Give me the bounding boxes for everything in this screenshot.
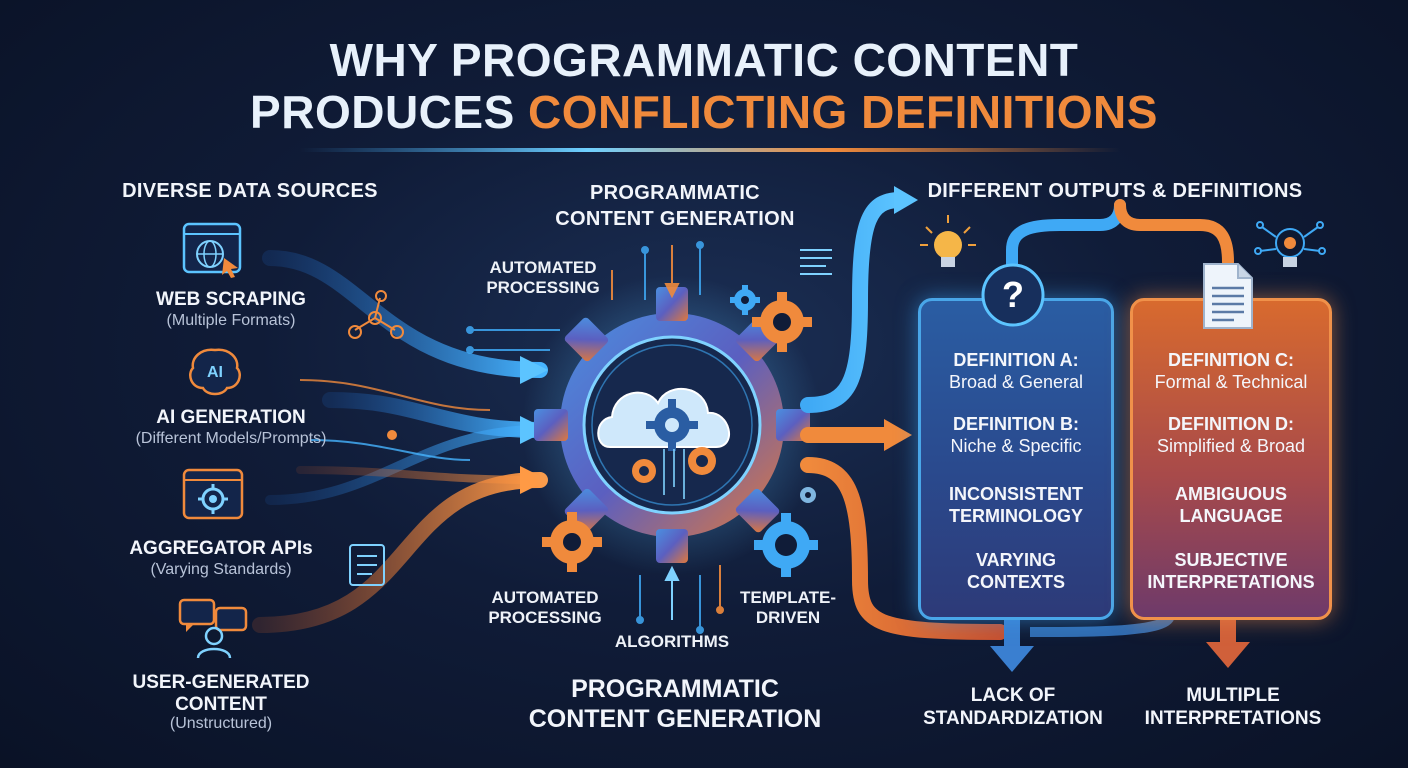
outcome-multiple-interpretations-line1: MULTIPLE [1186, 685, 1280, 706]
panel-right-item-3-line1: AMBIGUOUS [1175, 484, 1287, 504]
panel-left-item-2-line1: DEFINITION B: [953, 414, 1079, 434]
panel-right-item-4-line2: INTERPRETATIONS [1147, 572, 1315, 592]
source-subtitle-aggregator-apis: (Varying Standards) [150, 561, 292, 578]
panel-left-item-2-line2: Niche & Specific [950, 436, 1082, 456]
label-automated-processing-top: AUTOMATED PROCESSING [468, 258, 618, 298]
arrow-to-lack-of-standardization [990, 646, 1034, 672]
label-template-driven-line1: TEMPLATE- [739, 588, 836, 607]
label-template-driven: TEMPLATE- DRIVEN [718, 588, 858, 628]
panel-right-item-1: DEFINITION C: Formal & Technical [1133, 349, 1329, 393]
gear-decor-orange-1 [752, 292, 812, 352]
user-chat-icon [178, 598, 248, 659]
engine-header: PROGRAMMATIC CONTENT GENERATION [520, 180, 830, 232]
ai-brain-icon: AI [189, 348, 241, 396]
panel-left-item-4-line2: CONTEXTS [966, 572, 1065, 592]
engine-header-line1: PROGRAMMATIC [590, 182, 760, 204]
label-automated-processing-bottom-line1: AUTOMATED [491, 588, 599, 607]
outcome-multiple-interpretations-line2: INTERPRETATIONS [1144, 708, 1322, 729]
panel-left-item-1: DEFINITION A: Broad & General [921, 349, 1111, 393]
panel-right-item-3-line2: LANGUAGE [1179, 506, 1283, 526]
source-subtitle-user-generated: (Unstructured) [169, 715, 273, 732]
flow-aggregator [265, 425, 545, 505]
outcome-lack-of-standardization: LACK OF STANDARDIZATION [920, 684, 1106, 730]
label-automated-processing-top-line2: PROCESSING [486, 278, 600, 297]
label-algorithms: ALGORITHMS [614, 632, 730, 651]
small-document-icon [349, 544, 385, 586]
outcome-lack-of-standardization-line1: LACK OF [970, 685, 1056, 706]
panel-right-item-4: SUBJECTIVE INTERPRETATIONS [1133, 549, 1329, 593]
flow-user-generated [252, 472, 548, 633]
label-template-driven-line2: DRIVEN [755, 608, 821, 627]
title-line-2-highlight: CONFLICTING DEFINITIONS [528, 86, 1158, 138]
panel-left-item-3-line1: INCONSISTENT [948, 484, 1083, 504]
flow-to-outcomes [800, 457, 1008, 640]
panel-right-item-1-line1: DEFINITION C: [1168, 350, 1294, 370]
outcome-lack-of-standardization-line2: STANDARDIZATION [923, 708, 1103, 729]
source-title-web-scraping: WEB SCRAPING [156, 289, 306, 310]
panel-right-item-2-line2: Simplified & Broad [1156, 436, 1306, 456]
network-nodes-icon [348, 290, 404, 339]
panel-left-item-3: INCONSISTENT TERMINOLOGY [921, 483, 1111, 527]
panel-left-item-4: VARYING CONTEXTS [921, 549, 1111, 593]
engine-footer-line2: CONTENT GENERATION [528, 705, 822, 733]
api-gear-window-icon [182, 468, 244, 520]
panel-left-item-1-line2: Broad & General [948, 372, 1084, 392]
label-automated-processing-bottom: AUTOMATED PROCESSING [470, 588, 620, 628]
panel-left-item-1-line1: DEFINITION A: [953, 350, 1079, 370]
panel-left-item-2: DEFINITION B: Niche & Specific [921, 413, 1111, 457]
engine-header-line2: CONTENT GENERATION [555, 208, 795, 230]
panel-right-item-4-line1: SUBJECTIVE [1174, 550, 1288, 570]
panel-right-item-3: AMBIGUOUS LANGUAGE [1133, 483, 1329, 527]
document-icon [1203, 263, 1253, 329]
outputs-header: DIFFERENT OUTPUTS & DEFINITIONS [927, 180, 1303, 202]
lightbulb-icon [920, 215, 976, 267]
source-title-user-generated: USER-GENERATED CONTENT [96, 672, 346, 716]
panel-left-item-4-line1: VARYING [975, 550, 1056, 570]
source-subtitle-ai-generation: (Different Models/Prompts) [135, 430, 327, 447]
source-subtitle-web-scraping: (Multiple Formats) [166, 312, 296, 329]
list-icon [800, 249, 832, 275]
definitions-panel-right: DEFINITION C: Formal & Technical DEFINIT… [1130, 298, 1332, 620]
source-title-user-generated-line2: CONTENT [175, 694, 267, 715]
panel-right-item-1-line2: Formal & Technical [1154, 372, 1308, 392]
svg-text:AI: AI [207, 364, 223, 381]
label-automated-processing-top-line1: AUTOMATED [489, 258, 597, 277]
svg-text:?: ? [1002, 274, 1024, 315]
panel-right-item-2-line1: DEFINITION D: [1168, 414, 1294, 434]
panel-left-item-3-line2: TERMINOLOGY [949, 506, 1083, 526]
source-title-ai-generation: AI GENERATION [156, 407, 306, 428]
arrow-to-multiple-interpretations [1206, 642, 1250, 668]
flow-to-outputs-top [800, 192, 908, 413]
cloud-gear-icon [646, 399, 698, 451]
question-mark-icon: ? [981, 263, 1045, 327]
title-line-2-prefix: PRODUCES [250, 86, 529, 138]
gear-decor-blue-2 [754, 513, 818, 577]
outcome-multiple-interpretations: MULTIPLE INTERPRETATIONS [1140, 684, 1326, 730]
engine-footer: PROGRAMMATIC CONTENT GENERATION [500, 674, 850, 734]
gear-decor-orange-2 [542, 512, 602, 572]
lightbulb-network-icon [1254, 221, 1326, 267]
title-line-1: WHY PROGRAMMATIC CONTENT [329, 34, 1079, 86]
title-line-2: PRODUCES CONFLICTING DEFINITIONS [0, 86, 1408, 138]
source-title-aggregator-apis: AGGREGATOR APIs [129, 538, 313, 559]
title-underline [300, 148, 1120, 152]
label-automated-processing-bottom-line2: PROCESSING [488, 608, 602, 627]
definitions-panel-left: DEFINITION A: Broad & General DEFINITION… [918, 298, 1114, 620]
gear-decor-blue-1 [730, 285, 760, 315]
panel-right-item-2: DEFINITION D: Simplified & Broad [1133, 413, 1329, 457]
source-title-user-generated-line1: USER-GENERATED [132, 672, 310, 693]
gear-decor-blue-3 [800, 487, 816, 503]
web-browser-globe-icon [182, 222, 242, 278]
engine-footer-line1: PROGRAMMATIC [571, 675, 779, 703]
sources-header: DIVERSE DATA SOURCES [122, 180, 378, 202]
